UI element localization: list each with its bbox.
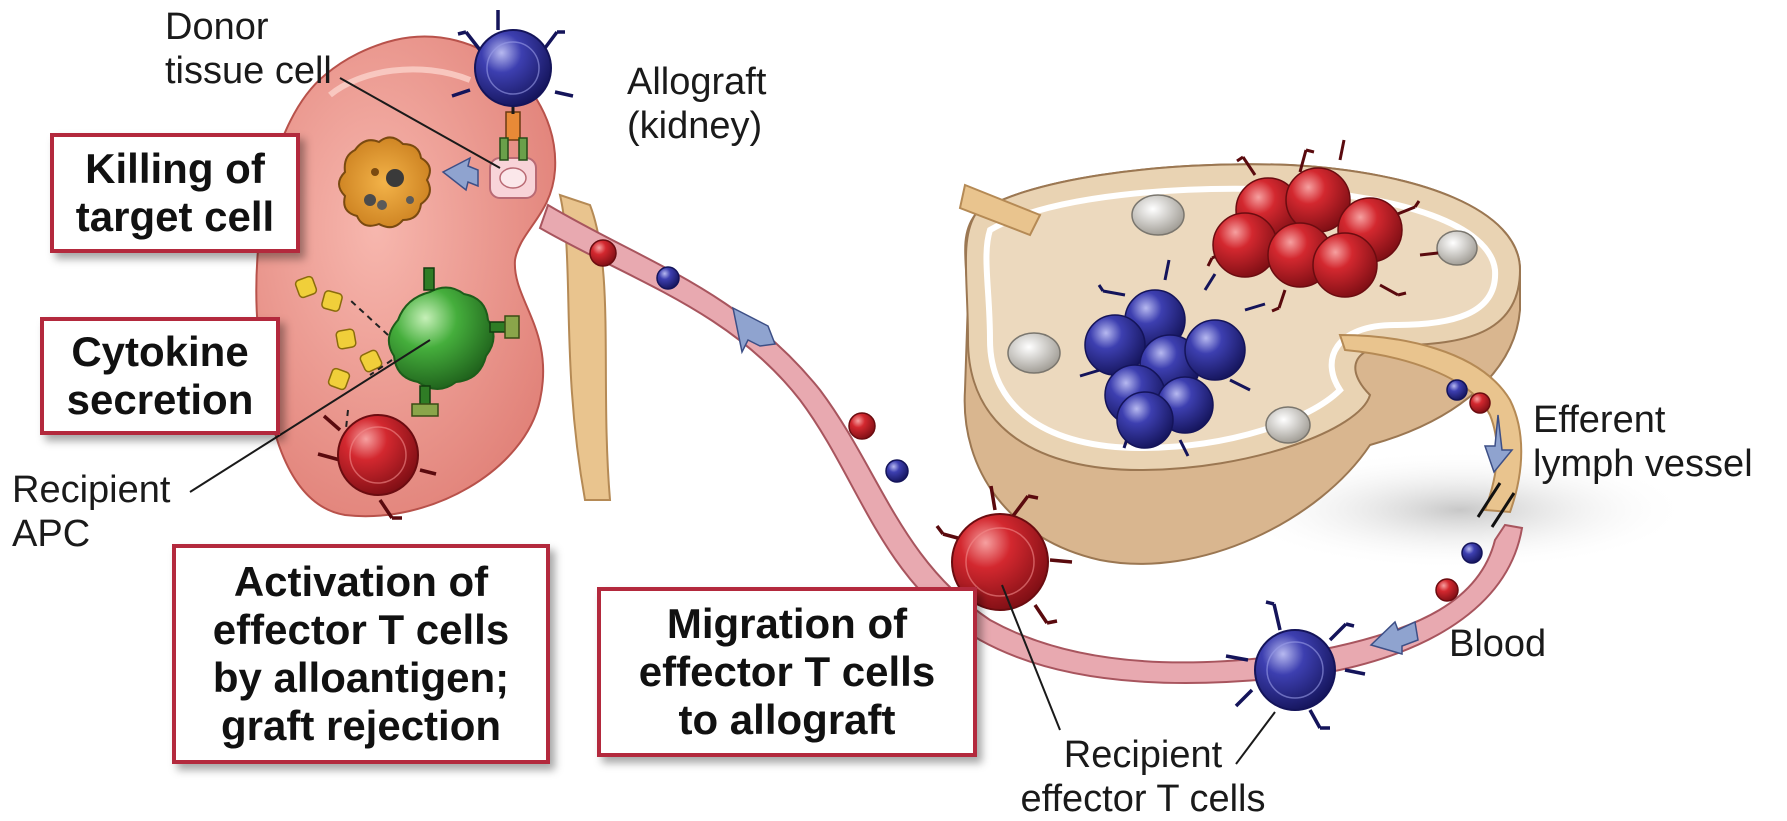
label-efferent-lymph-vessel: Efferent lymph vessel xyxy=(1533,398,1753,486)
box-cytokine-line2: secretion xyxy=(67,376,254,424)
box-cytokine-line1: Cytokine xyxy=(71,328,248,376)
label-recipient-apc-line1: Recipient xyxy=(12,468,170,512)
label-donor-tissue-cell-line2: tissue cell xyxy=(165,49,332,93)
label-recipient-apc-line2: APC xyxy=(12,512,170,556)
box-migration-line1: Migration of xyxy=(667,600,907,648)
box-migration-line3: to allograft xyxy=(679,696,896,744)
label-allograft-line2: (kidney) xyxy=(627,104,766,148)
label-recipient-effector-line2: effector T cells xyxy=(1003,777,1283,821)
box-migration-line2: effector T cells xyxy=(639,648,935,696)
label-recipient-apc: Recipient APC xyxy=(12,468,170,556)
box-killing-line2: target cell xyxy=(76,193,274,241)
label-donor-tissue-cell: Donor tissue cell xyxy=(165,5,332,93)
label-allograft: Allograft (kidney) xyxy=(627,60,766,148)
apoptotic-target-cell xyxy=(339,137,430,227)
box-activation-line3: by alloantigen; xyxy=(213,654,509,702)
box-killing-line1: Killing of xyxy=(85,145,265,193)
label-allograft-line1: Allograft xyxy=(627,60,766,104)
label-efferent-line1: Efferent xyxy=(1533,398,1753,442)
box-activation-line1: Activation of xyxy=(234,558,488,606)
label-donor-tissue-cell-line1: Donor xyxy=(165,5,332,49)
box-cytokine-secretion: Cytokine secretion xyxy=(40,317,280,435)
box-killing-of-target-cell: Killing of target cell xyxy=(50,133,300,253)
donor-tissue-cell xyxy=(490,158,536,198)
box-activation-graft-rejection: Activation of effector T cells by alloan… xyxy=(172,544,550,764)
box-activation-line2: effector T cells xyxy=(213,606,509,654)
box-activation-line4: graft rejection xyxy=(221,702,501,750)
label-efferent-line2: lymph vessel xyxy=(1533,442,1753,486)
label-recipient-effector-line1: Recipient xyxy=(1003,733,1283,777)
label-blood: Blood xyxy=(1449,622,1546,666)
box-migration-to-allograft: Migration of effector T cells to allogra… xyxy=(597,587,977,757)
label-recipient-effector-t-cells: Recipient effector T cells xyxy=(1003,733,1283,821)
